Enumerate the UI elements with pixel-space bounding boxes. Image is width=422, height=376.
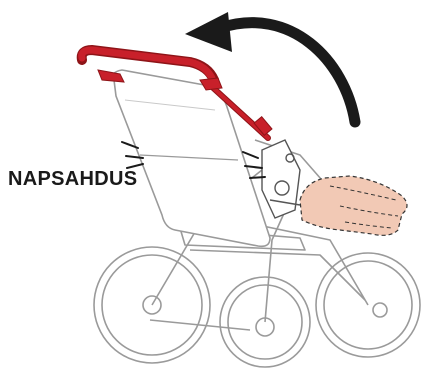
hand-icon [300, 176, 407, 235]
fold-hinge [262, 140, 300, 218]
callout-label: NAPSAHDUS [8, 168, 137, 191]
